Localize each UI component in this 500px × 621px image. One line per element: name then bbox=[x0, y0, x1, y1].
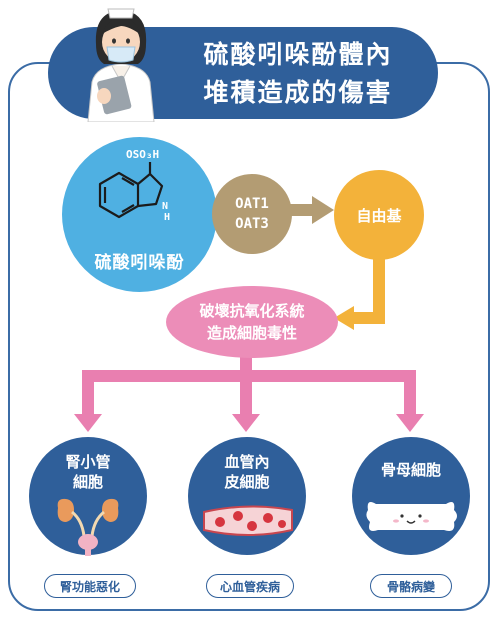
indoxyl-sulfate-circle bbox=[62, 137, 217, 292]
disease-kidney-label: 腎功能惡化 bbox=[59, 579, 120, 594]
kidney-title-line-2: 細胞 bbox=[72, 473, 103, 491]
nurse-icon bbox=[87, 8, 155, 122]
vessel-title-line-1: 血管內 bbox=[224, 453, 270, 471]
nitrogen-label: N bbox=[162, 201, 168, 212]
endothelial-cell-title: 血管內 皮細胞 bbox=[188, 452, 306, 492]
hydrogen-label: H bbox=[164, 212, 170, 223]
vessel-title-line-2: 皮細胞 bbox=[224, 473, 270, 491]
disease-vessel-label: 心血管疾病 bbox=[219, 579, 280, 594]
disease-bone-label: 骨骼病變 bbox=[386, 579, 435, 594]
indole-structure-icon: OSO₃H N H bbox=[98, 148, 170, 223]
title-line-2: 堆積造成的傷害 bbox=[203, 78, 393, 107]
osteoblast-title: 骨母細胞 bbox=[352, 460, 470, 480]
title-line-1: 硫酸吲哚酚體內 bbox=[203, 40, 393, 69]
formula-label: OSO₃H bbox=[126, 148, 159, 161]
oat-transporter-circle: OAT1 OAT3 bbox=[212, 174, 292, 254]
free-radical-circle: 自由基 bbox=[334, 170, 424, 260]
disease-pill-kidney: 腎功能惡化 bbox=[44, 574, 136, 598]
oat3-label: OAT3 bbox=[235, 216, 269, 232]
disease-pill-bone: 骨骼病變 bbox=[370, 574, 452, 598]
bone-title-line-1: 骨母細胞 bbox=[380, 461, 441, 479]
mechanism-line-1: 破壞抗氧化系統 bbox=[199, 302, 305, 320]
mechanism-oval: 破壞抗氧化系統 造成細胞毒性 bbox=[166, 286, 338, 358]
kidney-title-line-1: 腎小管 bbox=[65, 453, 111, 471]
kidney-cell-title: 腎小管 細胞 bbox=[29, 452, 147, 492]
bone-icon bbox=[366, 502, 457, 531]
free-radical-label: 自由基 bbox=[356, 206, 402, 225]
page-title: 硫酸吲哚酚體內 堆積造成的傷害 bbox=[168, 36, 428, 112]
osteoblast-circle bbox=[352, 437, 470, 555]
mechanism-line-2: 造成細胞毒性 bbox=[206, 324, 297, 342]
kidney-icon bbox=[57, 498, 119, 556]
oat1-label: OAT1 bbox=[235, 196, 269, 212]
blood-vessel-icon bbox=[203, 505, 293, 536]
compound-label: 硫酸吲哚酚 bbox=[94, 253, 185, 273]
disease-pill-vessel: 心血管疾病 bbox=[206, 574, 294, 598]
